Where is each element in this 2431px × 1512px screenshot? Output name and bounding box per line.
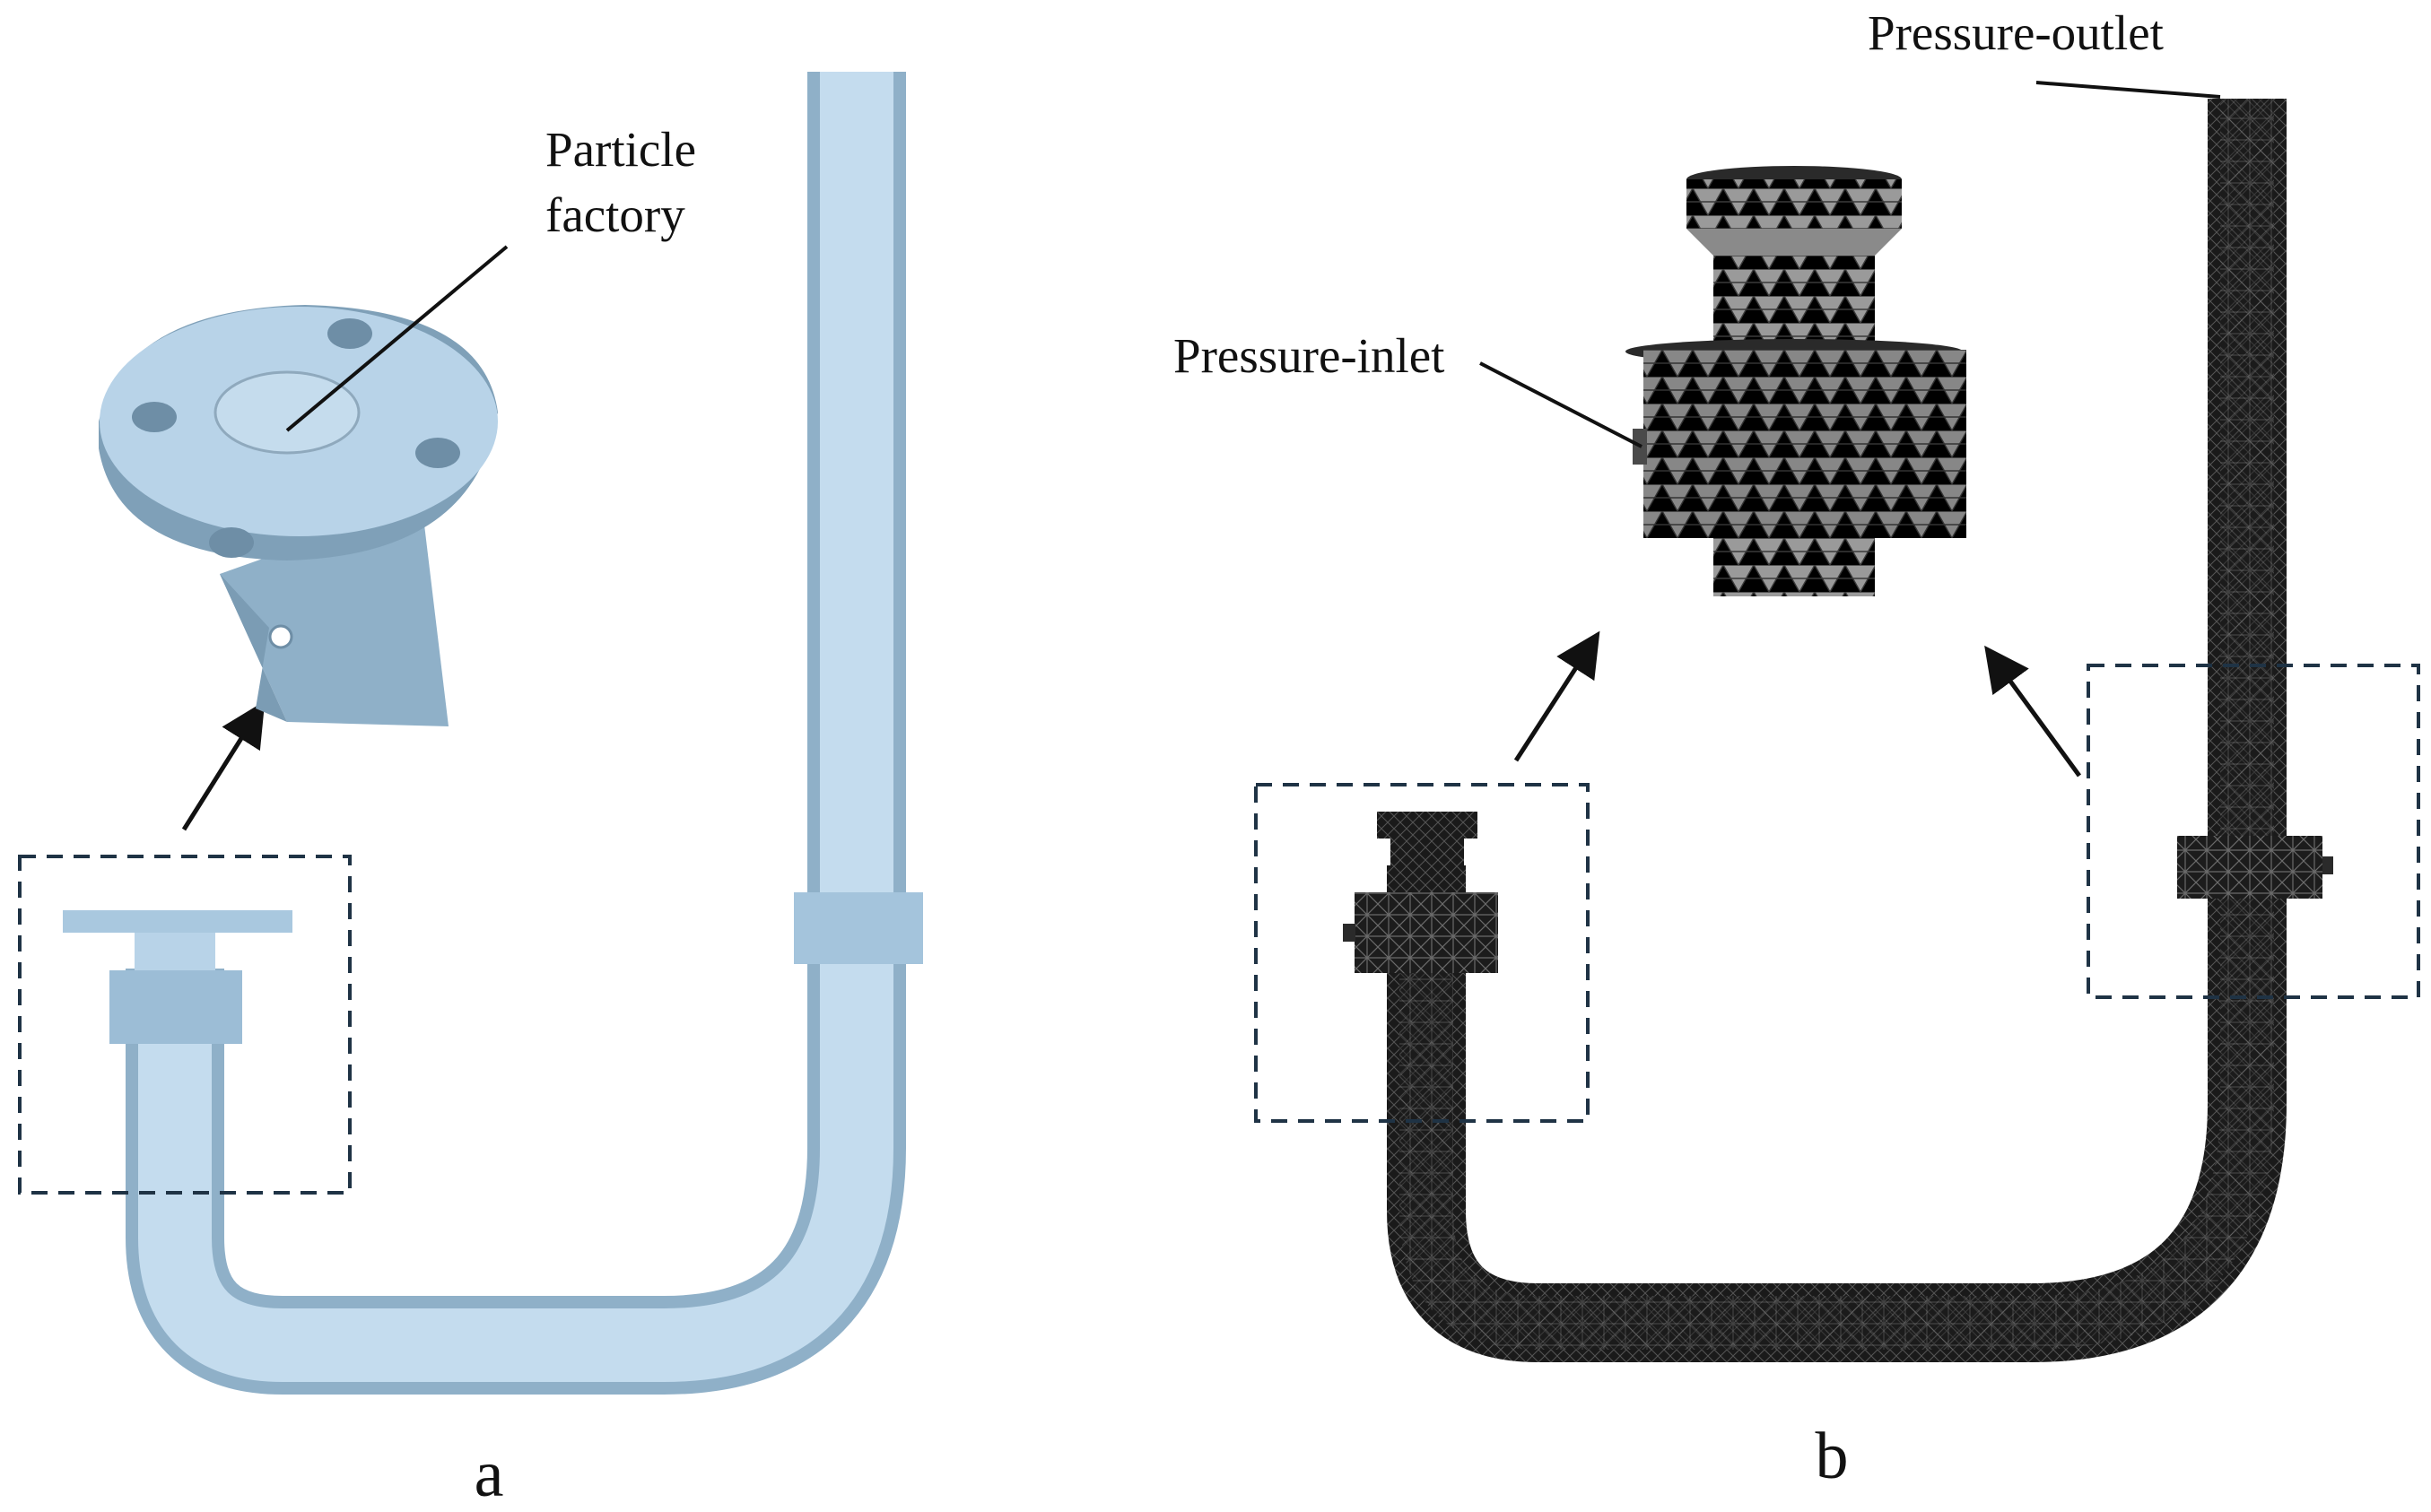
inlet-mesh-detail-box — [1254, 783, 1590, 1123]
bolt-hole — [415, 438, 460, 468]
particle-factory-label-line2: factory — [545, 187, 685, 242]
flange-zoom-view — [99, 305, 498, 726]
connector-neck — [1713, 256, 1875, 345]
pressure-outlet-label: Pressure-outlet — [1868, 5, 2164, 60]
panel-b: Pressure-inlet Pressure-outlet b — [1173, 5, 2420, 1493]
flange-neck-side — [220, 574, 287, 722]
pressure-inlet-label: Pressure-inlet — [1173, 328, 1444, 383]
mesh-inlet-port — [1343, 924, 1355, 942]
particle-factory-surface — [213, 370, 361, 455]
mesh-outlet-port — [2322, 856, 2333, 874]
particle-factory-label-line1: Particle — [545, 122, 696, 177]
connector-collar-shade — [1643, 350, 1966, 538]
mesh-inlet-neck — [1390, 834, 1464, 892]
mesh-connector-zoom-view — [1625, 166, 1966, 596]
particle-factory-leader — [285, 245, 509, 432]
inlet-collar — [109, 970, 242, 1044]
connector-collar — [1643, 350, 1966, 538]
bolt-hole — [327, 318, 372, 349]
connector-top-ring — [1686, 179, 1902, 229]
bolt-hole — [132, 402, 177, 432]
inlet-detail-box — [18, 855, 352, 1195]
mesh-inlet-collar — [1355, 892, 1498, 973]
u-pipe-geometry-highlight — [138, 72, 893, 1382]
outlet-collar — [794, 892, 923, 964]
mesh-outlet-collar — [2177, 836, 2322, 899]
zoom-arrow-b-left — [1513, 630, 1600, 762]
zoom-arrow-a — [181, 700, 266, 831]
pressure-outlet-leader — [2035, 81, 2221, 99]
connector-neck-taper — [1686, 229, 1902, 256]
panel-letter-a: a — [475, 1438, 504, 1511]
panel-a: Particle factory a — [18, 72, 923, 1511]
pressure-inlet-leader — [1479, 361, 1642, 448]
outlet-mesh-detail-box — [2087, 664, 2420, 999]
neck-port — [268, 624, 293, 649]
bolt-hole — [209, 527, 254, 558]
zoom-arrow-b-right — [1984, 645, 2082, 778]
u-pipe-mesh-texture — [1399, 99, 2274, 1350]
connector-lower-tube — [1713, 538, 1875, 596]
inlet-flange — [63, 910, 292, 933]
panel-letter-b: b — [1816, 1420, 1849, 1493]
